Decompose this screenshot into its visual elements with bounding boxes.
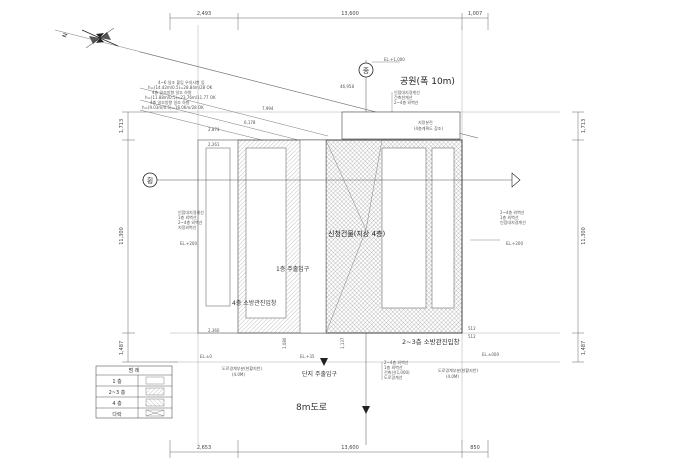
section-h-marker <box>142 172 158 188</box>
el-top: EL.+1,000 <box>384 57 405 62</box>
attic-area <box>341 111 461 140</box>
bottom-dimensions <box>169 440 489 458</box>
note-h3: 4층 일조방향 일조 하향 <box>152 89 192 95</box>
complex-entrance-label: 단지 주출입구 <box>302 370 338 378</box>
section-v-arrow-icon <box>362 406 370 414</box>
el-right: EL.+200 <box>506 241 523 246</box>
note-bot-1: 2~4층 외벽선 <box>384 359 409 365</box>
legend-3: 4 층 <box>112 400 122 407</box>
note-h2: h=(14.42m/0.5)=28.84m/28 OK <box>148 85 213 90</box>
dim-inner-top: 2,261 <box>208 142 220 147</box>
note-mid-1: 지정분전 <box>418 119 433 125</box>
note-right-1: 2~4층 외벽선 <box>500 209 525 215</box>
note-h6: h=(9.03m/0.5)=18.06m/28 OK <box>142 105 204 110</box>
dim-top-mid: 13,600 <box>341 11 359 17</box>
building-label: 신청건물(지상 4층) <box>328 229 385 238</box>
entrance-1f-label: 1층 주출입구 <box>276 265 310 273</box>
dim-top-right: 1,007 <box>468 11 482 17</box>
note-bot-2: 1층 외벽선 <box>384 364 403 370</box>
el-left: EL.+200 <box>180 241 197 246</box>
legend <box>95 365 173 419</box>
note-h1: 4~6 일조 불입 우의사항 등 <box>158 79 205 85</box>
note-left-1: 인접대지경계선 <box>178 209 204 215</box>
dim-2874: 2,874 <box>208 127 220 132</box>
left-dimensions <box>122 111 178 363</box>
dim-512b: 512 <box>468 334 476 339</box>
right-dimensions <box>572 111 584 363</box>
note-left-2: 1층 외벽선 <box>178 214 197 220</box>
road-label: 8m도로 <box>296 403 327 413</box>
dim-inner-bot: 2,360 <box>208 328 220 333</box>
el-bot-left: EL.±0 <box>200 354 212 359</box>
note-bot-r1: 도로경계부분(현황지반) <box>438 367 478 373</box>
north-label: N <box>61 32 69 39</box>
legend-1: 1 층 <box>112 378 122 385</box>
legend-title: 범 례 <box>129 367 140 374</box>
note-right-2: 1층 외벽선 <box>500 214 519 220</box>
note-bot-l2: (4.0M) <box>232 372 245 377</box>
dim-bot-right: 850 <box>470 445 480 451</box>
dim-7994: 7,994 <box>262 106 274 111</box>
note-top-2: 건축한계선 <box>394 94 413 100</box>
section-v-label: 종 <box>363 67 370 75</box>
dim-1080: 1,080 <box>282 337 287 349</box>
dim-right-mid: 11,300 <box>581 227 587 245</box>
section-h-arrow-icon <box>511 172 521 188</box>
dim-bot-mid: 13,600 <box>341 445 359 451</box>
el-bot-right: EL.±000 <box>482 352 499 357</box>
legend-swatch-2 <box>145 387 165 396</box>
section-h-label: 횡 <box>147 176 153 185</box>
note-mid-2: (4층계획도 참조) <box>414 125 443 131</box>
dim-left-mid: 11,300 <box>119 227 125 245</box>
note-left-3: 2~4층 외벽선 <box>178 219 203 225</box>
el-bot-mid: EL.+35 <box>300 354 315 359</box>
note-bot-4: 도로경계선 <box>384 374 403 380</box>
dim-46958: 46,958 <box>340 84 354 89</box>
room-core <box>299 139 327 334</box>
dim-6178: 6,178 <box>244 120 256 125</box>
note-bot-r2: (4.0M) <box>446 374 459 379</box>
note-left-4: 지정외벽선 <box>178 224 197 230</box>
legend-swatch-3 <box>145 398 165 407</box>
room-a <box>245 147 287 319</box>
dim-left-top: 1,713 <box>119 119 125 133</box>
legend-swatch-1 <box>145 376 165 385</box>
legend-4: 다락 <box>112 411 122 418</box>
note-top-1: 인접대지경계선 <box>394 89 420 95</box>
note-right-3: 인접대지경계선 <box>500 219 526 225</box>
note-h5: 4층 일조방향 일조 하향 <box>150 99 190 105</box>
top-dimensions <box>169 13 489 30</box>
note-top-3: 2~4층 외벽선 <box>394 99 419 105</box>
note-bot-3: 건축선(1,000) <box>384 369 410 375</box>
north-arrow-icon <box>81 27 119 49</box>
room-b <box>381 147 427 309</box>
entrance-arrow-icon <box>320 358 328 366</box>
dim-top-left: 2,493 <box>197 11 211 17</box>
dim-1137: 1,137 <box>340 337 345 349</box>
note-h4: h=(11.88m/0.5)=23.76m/11.77 OK <box>145 95 216 100</box>
section-v-marker <box>358 62 374 78</box>
dim-512: 512 <box>468 326 476 331</box>
room-c <box>431 147 455 309</box>
legend-2: 2~3 층 <box>109 389 126 396</box>
room-left <box>205 147 231 307</box>
dim-right-bot: 1,487 <box>581 341 587 355</box>
note-bot-l1: 도로경계부분(현황지반) <box>222 365 262 371</box>
dim-left-bot: 1,487 <box>119 341 125 355</box>
fire-4f-label: 4층 소방관진입창 <box>232 299 277 307</box>
fire-2-3f-label: 2~3층 소방관진입창 <box>402 337 460 346</box>
park-label: 공원(폭 10m) <box>400 76 455 87</box>
dim-bot-left: 2,653 <box>197 445 211 451</box>
dim-right-top: 1,713 <box>581 119 587 133</box>
